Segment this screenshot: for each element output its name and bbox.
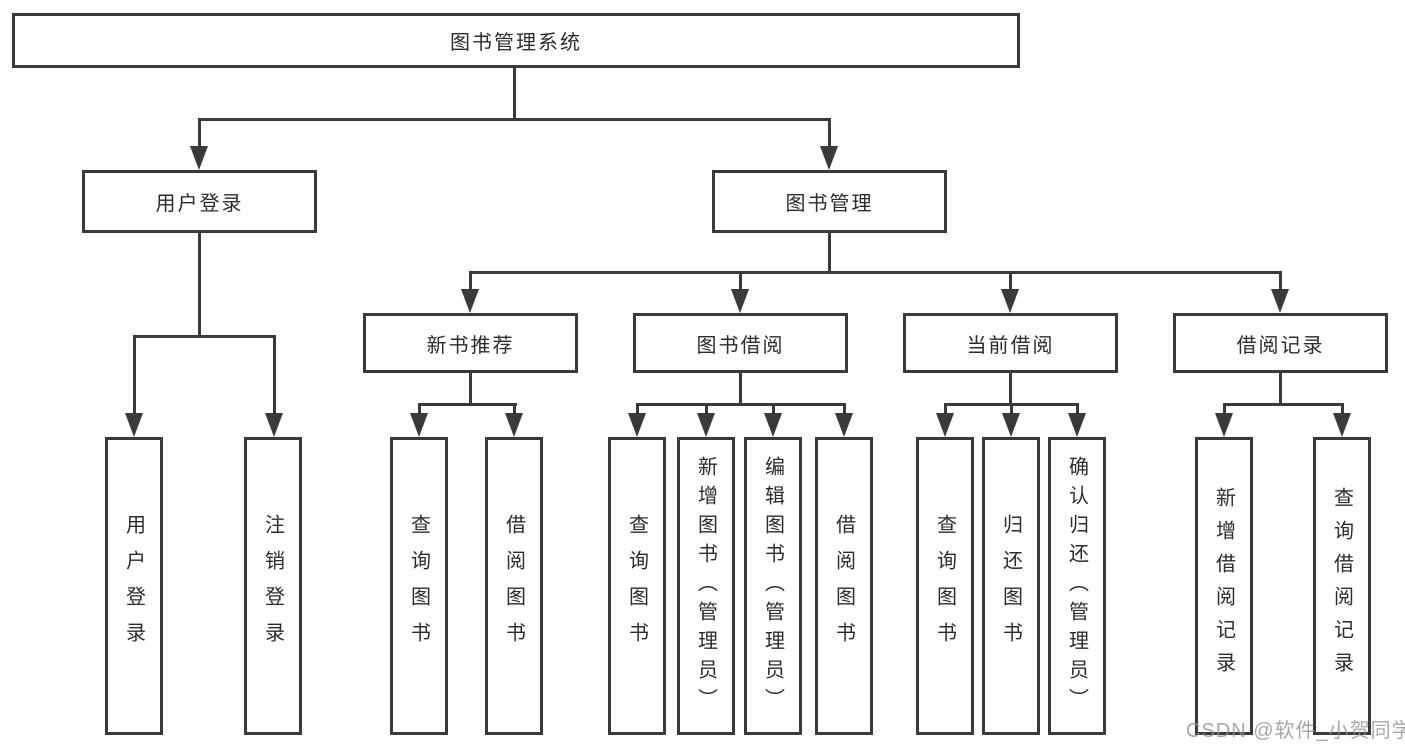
arrow-down-icon [190,146,208,170]
arrow-down-icon [1001,289,1019,313]
leaf-confirm-return-admin: 确认归还（管理员） [1048,437,1106,735]
connector-line [513,403,516,415]
connector-line [1009,372,1012,405]
connector-line [772,403,775,415]
leaf-borrow-books-borrowing: 借阅图书 [815,437,873,735]
arrow-down-icon [1002,413,1020,437]
leaf-borrow-books-recommend: 借阅图书 [485,437,543,735]
connector-line [1279,271,1282,291]
leaf-logout: 注销登录 [244,437,302,735]
connector-line [828,118,831,148]
connector-line [1341,403,1344,415]
connector-line [273,335,276,415]
node-user-login: 用户登录 [82,170,317,233]
connector-line [133,335,136,415]
arrow-down-icon [764,413,782,437]
connector-line [469,271,1281,274]
connector-line [198,118,201,148]
arrow-down-icon [1068,413,1086,437]
leaf-query-borrow-record: 查询借阅记录 [1313,437,1371,735]
connector-line [418,403,421,415]
connector-line [418,403,517,406]
connector-line [1279,372,1282,405]
connector-line [1009,271,1012,291]
leaf-query-books-recommend: 查询图书 [390,437,448,735]
arrow-down-icon [820,146,838,170]
node-new-book-recommendation: 新书推荐 [363,313,578,373]
node-library-management-system: 图书管理系统 [12,13,1020,68]
connector-line [1223,403,1344,406]
connector-line [1010,403,1013,415]
arrow-down-icon [265,413,283,437]
connector-line [739,372,742,405]
leaf-user-login: 用户登录 [105,437,163,735]
node-book-management: 图书管理 [712,170,947,233]
connector-line [1223,403,1226,415]
connector-line [944,403,947,415]
connector-line [1076,403,1079,415]
connector-line [198,231,201,338]
arrow-down-icon [697,413,715,437]
leaf-query-books-current: 查询图书 [916,437,974,735]
connector-line [705,403,708,415]
arrow-down-icon [125,413,143,437]
node-book-borrowing: 图书借阅 [633,313,848,373]
arrow-down-icon [1333,413,1351,437]
watermark: CSDN @软件_小贺同学 [1186,720,1405,742]
arrow-down-icon [461,289,479,313]
node-current-borrowing: 当前借阅 [903,313,1118,373]
connector-line [739,271,742,291]
connector-line [636,403,846,406]
arrow-down-icon [731,289,749,313]
arrow-down-icon [505,413,523,437]
connector-line [636,403,639,415]
connector-line [843,403,846,415]
arrow-down-icon [410,413,428,437]
leaf-add-borrow-record: 新增借阅记录 [1195,437,1253,735]
arrow-down-icon [1271,289,1289,313]
leaf-query-books-borrowing: 查询图书 [608,437,666,735]
arrow-down-icon [1215,413,1233,437]
node-borrowing-records: 借阅记录 [1173,313,1388,373]
connector-line [198,118,831,121]
arrow-down-icon [628,413,646,437]
connector-line [133,335,276,338]
leaf-edit-book-admin: 编辑图书（管理员） [744,437,802,735]
connector-line [469,372,472,405]
leaf-add-book-admin: 新增图书（管理员） [677,437,735,735]
connector-line [828,232,831,273]
connector-line [513,68,516,120]
arrow-down-icon [835,413,853,437]
connector-line [469,271,472,291]
leaf-return-books: 归还图书 [982,437,1040,735]
arrow-down-icon [936,413,954,437]
